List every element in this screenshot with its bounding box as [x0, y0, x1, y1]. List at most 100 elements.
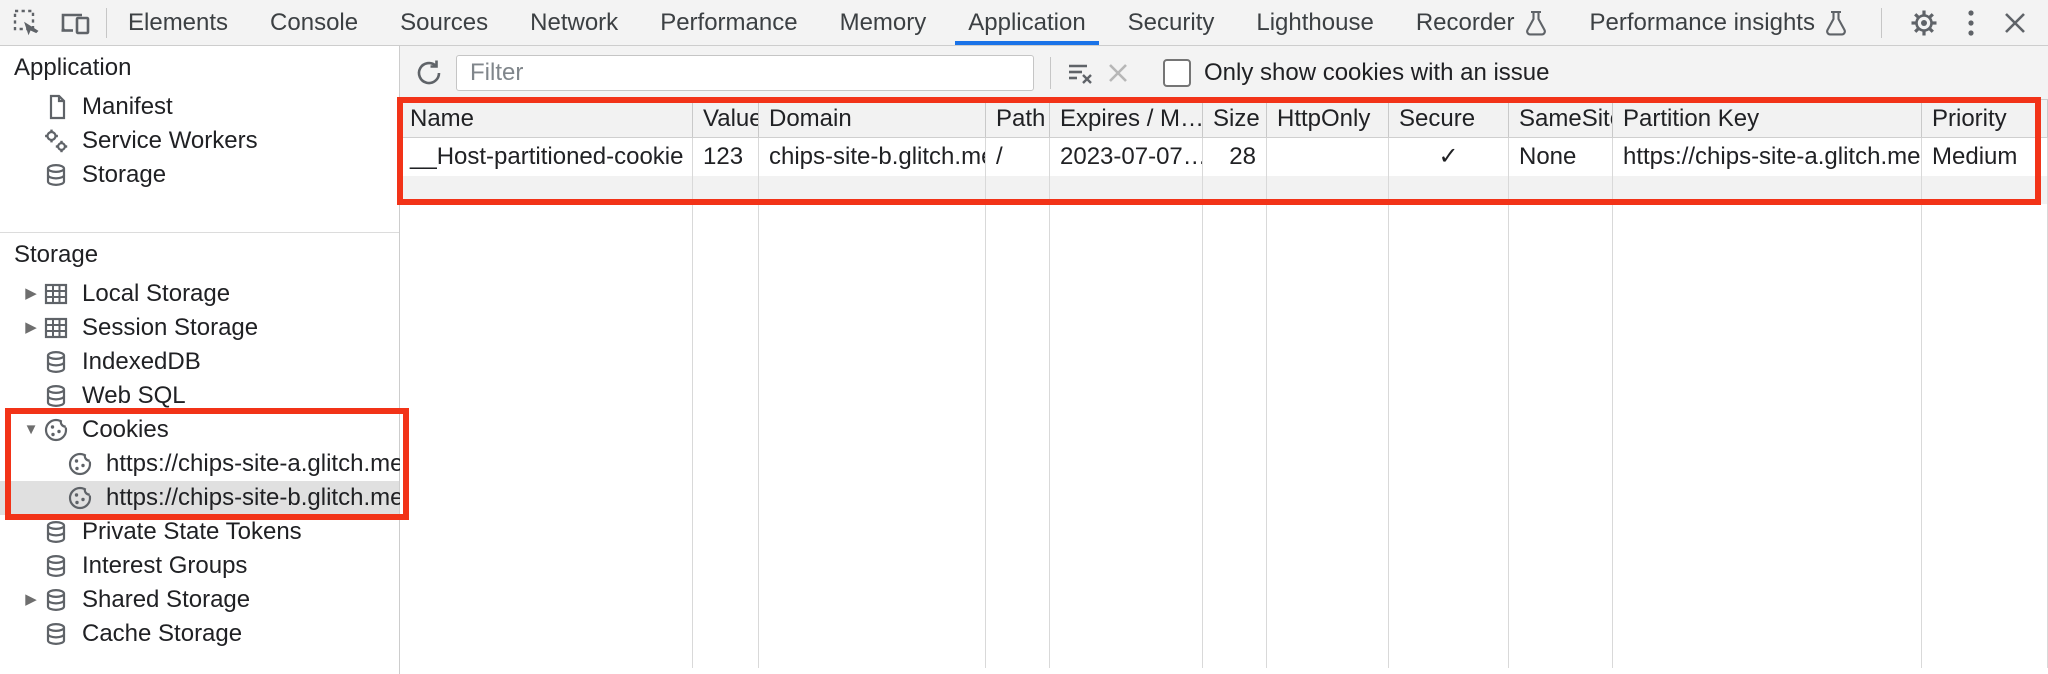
tab-recorder[interactable]: Recorder — [1395, 0, 1569, 45]
delete-selected-button[interactable] — [1099, 54, 1137, 92]
cell-partition-key: https://chips-site-a.glitch.me — [1613, 138, 1922, 176]
cookie-table-empty-area — [400, 204, 2048, 668]
sidebar-item-cache-storage[interactable]: Cache Storage — [0, 617, 399, 651]
sidebar-item-service-workers[interactable]: Service Workers — [0, 124, 399, 158]
tabbar-divider — [106, 7, 107, 38]
sidebar-item-private-state-tokens[interactable]: Private State Tokens — [0, 515, 399, 549]
sidebar-item-label: Cache Storage — [82, 620, 243, 647]
tab-label: Performance — [660, 8, 798, 36]
cookie-table-empty-stripe-row — [400, 176, 2048, 204]
tab-label: Elements — [128, 8, 229, 36]
cell-secure: ✓ — [1389, 138, 1509, 176]
cookie-table-header: Name Value Domain Path Expires / M… Size… — [400, 100, 2048, 138]
sidebar-item-label: Shared Storage — [82, 586, 251, 613]
column-header-path[interactable]: Path — [986, 100, 1050, 137]
column-header-secure[interactable]: Secure — [1389, 100, 1509, 137]
filter-input[interactable] — [456, 54, 1034, 91]
sidebar-item-manifest[interactable]: Manifest — [0, 90, 399, 124]
refresh-button[interactable] — [410, 54, 448, 92]
cell-priority: Medium — [1922, 138, 2048, 176]
sidebar-item-web-sql[interactable]: Web SQL — [0, 379, 399, 413]
sidebar-item-shared-storage[interactable]: ▶ Shared Storage — [0, 583, 399, 617]
collapsed-arrow-icon[interactable]: ▶ — [25, 319, 37, 336]
cookies-pane: Only show cookies with an issue Name Val… — [397, 46, 2048, 674]
expanded-arrow-icon[interactable]: ▼ — [23, 421, 39, 438]
tab-console[interactable]: Console — [249, 0, 379, 45]
experiment-flask-icon — [1525, 10, 1546, 35]
tab-network[interactable]: Network — [509, 0, 639, 45]
column-header-partition-key[interactable]: Partition Key — [1613, 100, 1922, 137]
tab-memory[interactable]: Memory — [819, 0, 948, 45]
cookie-table-row[interactable]: __Host-partitioned-cookie 123 chips-site… — [400, 138, 2048, 176]
database-icon — [46, 520, 66, 544]
sidebar-item-local-storage[interactable]: ▶ Local Storage — [0, 277, 399, 311]
clear-filter-icon — [1069, 64, 1092, 84]
cell-domain: chips-site-b.glitch.me — [759, 138, 986, 176]
column-header-size[interactable]: Size — [1203, 100, 1267, 137]
column-header-priority[interactable]: Priority — [1922, 100, 2048, 137]
sidebar-item-label: Local Storage — [82, 280, 231, 307]
sidebar-item-cookies[interactable]: ▼ Cookies — [0, 413, 399, 447]
column-header-name[interactable]: Name — [400, 100, 693, 137]
column-header-value[interactable]: Value — [693, 100, 759, 137]
table-icon — [44, 317, 68, 339]
tab-sources[interactable]: Sources — [379, 0, 509, 45]
settings-gear-icon[interactable] — [1908, 7, 1940, 39]
sidebar-item-session-storage[interactable]: ▶ Session Storage — [0, 311, 399, 345]
sidebar-item-label: IndexedDB — [82, 348, 201, 375]
tab-performance-insights[interactable]: Performance insights — [1569, 0, 1869, 45]
collapsed-arrow-icon[interactable]: ▶ — [25, 285, 37, 302]
sidebar-item-interest-groups[interactable]: Interest Groups — [0, 549, 399, 583]
refresh-icon — [417, 60, 441, 84]
sidebar-item-label: https://chips-site-a.glitch.me — [106, 450, 404, 477]
devtools-tabbar: Elements Console Sources Network Perform… — [0, 0, 2048, 46]
only-issue-checkbox[interactable] — [1163, 58, 1191, 87]
cell-value: 123 — [693, 138, 759, 176]
cell-expires: 2023-07-07… — [1050, 138, 1203, 176]
collapsed-arrow-icon[interactable]: ▶ — [25, 591, 37, 608]
sidebar-item-indexeddb[interactable]: IndexedDB — [0, 345, 399, 379]
cell-size: 28 — [1203, 138, 1267, 176]
database-icon — [46, 384, 66, 408]
tab-label: Application — [968, 8, 1086, 36]
sidebar-item-cookies-chips-site-a[interactable]: https://chips-site-a.glitch.me — [0, 447, 403, 481]
device-toolbar-icon[interactable] — [60, 8, 92, 38]
tab-security[interactable]: Security — [1107, 0, 1236, 45]
cell-httponly — [1267, 138, 1389, 176]
application-panel-sidebar: Application Manifest — [0, 46, 409, 674]
tab-label: Performance insights — [1589, 8, 1815, 36]
database-icon — [46, 622, 66, 646]
column-header-expires[interactable]: Expires / M… — [1050, 100, 1203, 137]
tab-application[interactable]: Application — [947, 0, 1106, 45]
tab-elements[interactable]: Elements — [107, 0, 249, 45]
column-header-samesite[interactable]: SameSite — [1509, 100, 1613, 137]
sidebar-item-storage[interactable]: Storage — [0, 158, 399, 192]
tab-label: Console — [270, 8, 359, 36]
tab-performance[interactable]: Performance — [639, 0, 818, 45]
sidebar-section-title-storage: Storage — [14, 241, 99, 268]
tab-label: Memory — [839, 8, 927, 36]
clear-filter-button[interactable] — [1061, 54, 1099, 92]
inspect-element-icon[interactable] — [12, 8, 42, 38]
more-options-kebab-icon[interactable] — [1966, 7, 1976, 39]
database-icon — [46, 554, 66, 578]
table-icon — [44, 283, 68, 305]
sidebar-item-cookies-chips-site-b[interactable]: https://chips-site-b.glitch.me — [0, 481, 403, 515]
sidebar-item-label: Interest Groups — [82, 552, 248, 579]
sidebar-item-label: Storage — [82, 161, 167, 188]
column-header-domain[interactable]: Domain — [759, 100, 986, 137]
tab-lighthouse[interactable]: Lighthouse — [1235, 0, 1394, 45]
sidebar-item-label: Manifest — [82, 93, 173, 120]
tab-label: Sources — [400, 8, 489, 36]
close-devtools-icon[interactable] — [2002, 10, 2028, 36]
cell-path: / — [986, 138, 1050, 176]
sidebar-item-label: Private State Tokens — [82, 518, 302, 545]
toolbar-divider — [1050, 56, 1051, 89]
tab-label: Lighthouse — [1256, 8, 1374, 36]
sidebar-item-label: Session Storage — [82, 314, 259, 341]
column-header-httponly[interactable]: HttpOnly — [1267, 100, 1389, 137]
cell-samesite: None — [1509, 138, 1613, 176]
document-icon — [49, 94, 66, 120]
tab-label: Recorder — [1415, 8, 1515, 36]
tab-label: Security — [1127, 8, 1215, 36]
